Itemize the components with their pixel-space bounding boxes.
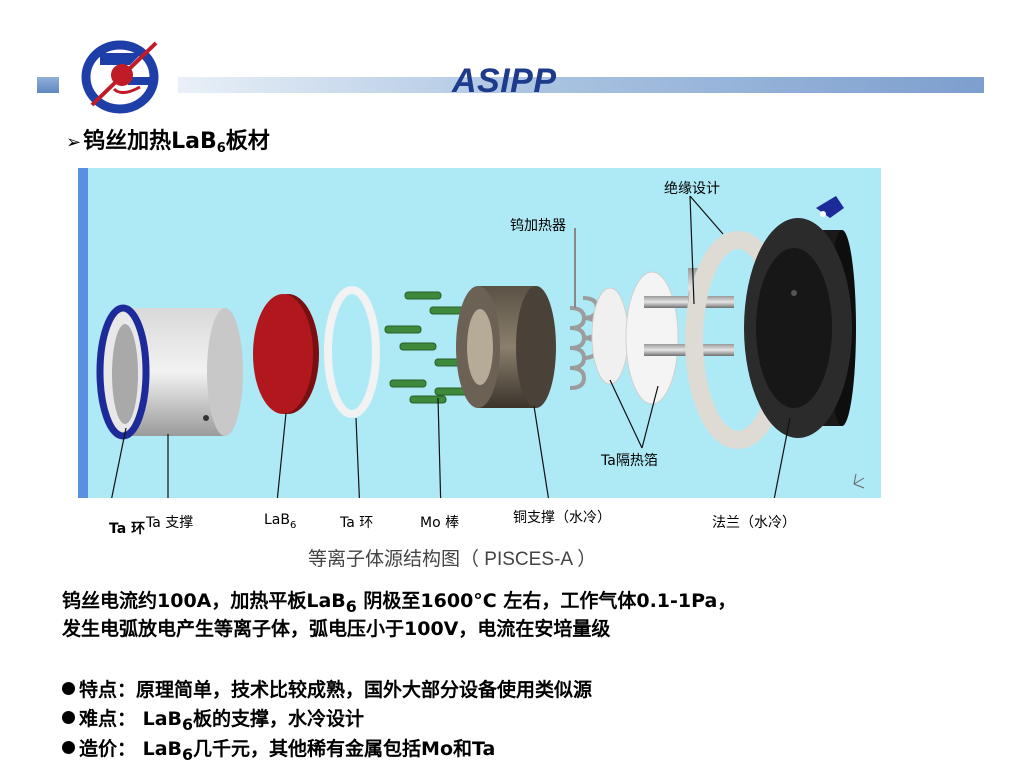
slide-title: ➢钨丝加热LaB6板材 bbox=[66, 123, 270, 156]
figure-caption: 等离子体源结构图（ PISCES-A ） bbox=[308, 544, 596, 571]
difficulty-line: 难点： LaB6板的支撑，水冷设计 bbox=[62, 706, 364, 738]
label-ta-ring: Ta 环 bbox=[340, 515, 374, 531]
caption-code: PISCES-A bbox=[479, 549, 578, 570]
body-line-1-a: 钨丝电流约100A，加热平板LaB bbox=[62, 590, 346, 612]
bullet-dot-icon bbox=[62, 682, 75, 695]
label-ta-ring-left: Ta 环 bbox=[109, 521, 146, 537]
difficulty-sub: 6 bbox=[182, 714, 194, 734]
brand-title: ASIPP bbox=[452, 62, 557, 100]
asipp-logo bbox=[81, 40, 159, 114]
label-flange: 法兰（水冷） bbox=[712, 515, 796, 531]
ta-foil-1 bbox=[591, 287, 629, 385]
bullet-dot-icon bbox=[62, 741, 75, 754]
title-suffix: 板材 bbox=[225, 129, 270, 154]
label-lab6-text: LaB bbox=[264, 512, 290, 528]
header-band-left bbox=[37, 77, 59, 93]
cost-line: 造价： LaB6几千元，其他稀有金属包括Mo和Ta bbox=[62, 736, 495, 768]
exploded-drawing bbox=[96, 195, 865, 498]
caption-main: 等离子体源结构图 bbox=[308, 548, 461, 570]
ta-foil-2 bbox=[625, 271, 679, 405]
cost-b: 几千元，其他稀有金属包括Mo和Ta bbox=[193, 738, 496, 760]
arrow-bullet-icon: ➢ bbox=[66, 132, 82, 153]
axes-triad-icon bbox=[853, 473, 865, 489]
cost-a: 造价： LaB bbox=[79, 738, 183, 760]
feature-text: 特点：原理简单，技术比较成熟，国外大部分设备使用类似源 bbox=[79, 679, 593, 701]
ta-ring bbox=[324, 286, 380, 418]
label-ta-support: Ta 支撑 bbox=[146, 515, 194, 531]
leader-lines bbox=[111, 195, 791, 498]
header-band-right bbox=[178, 77, 984, 93]
title-prefix: 钨丝加热LaB bbox=[83, 129, 217, 154]
label-mo-rod: Mo 棒 bbox=[420, 515, 460, 531]
flange bbox=[744, 218, 856, 438]
body-line-1: 钨丝电流约100A，加热平板LaB6 阴极至1600°C 左右，工作气体0.1-… bbox=[62, 588, 736, 620]
tungsten-heater-coil bbox=[569, 228, 600, 390]
ta-support-cylinder bbox=[96, 304, 243, 440]
title-subscript: 6 bbox=[216, 141, 226, 156]
label-ta-foil: Ta隔热箔 bbox=[601, 453, 658, 469]
bullet-dot-icon bbox=[62, 711, 75, 724]
figure-scrollbar bbox=[78, 168, 88, 498]
lab6-disk bbox=[253, 294, 319, 414]
label-lab6-sub: 6 bbox=[289, 519, 297, 531]
label-tungsten-heater: 钨加热器 bbox=[510, 218, 566, 234]
difficulty-a: 难点： LaB bbox=[79, 708, 183, 730]
label-copper-support: 铜支撑（水冷） bbox=[513, 510, 611, 526]
body-line-1-sub: 6 bbox=[345, 596, 357, 616]
body-line-2: 发生电弧放电产生等离子体，弧电压小于100V，电流在安培量级 bbox=[62, 618, 611, 640]
difficulty-b: 板的支撑，水冷设计 bbox=[193, 708, 365, 730]
label-insulation: 绝缘设计 bbox=[664, 181, 720, 197]
exploded-view-figure: 绝缘设计 钨加热器 Ta隔热箔 bbox=[78, 168, 881, 498]
cost-sub: 6 bbox=[182, 744, 194, 764]
feature-line: 特点：原理简单，技术比较成熟，国外大部分设备使用类似源 bbox=[62, 677, 592, 703]
caption-paren-open: （ bbox=[460, 549, 480, 570]
body-line-1-b: 阴极至1600°C 左右，工作气体0.1-1Pa， bbox=[356, 590, 737, 612]
label-lab6: LaB6 bbox=[264, 512, 296, 531]
orientation-widget-icon bbox=[816, 196, 844, 218]
copper-support bbox=[456, 286, 556, 408]
caption-paren-close: ） bbox=[577, 549, 597, 570]
